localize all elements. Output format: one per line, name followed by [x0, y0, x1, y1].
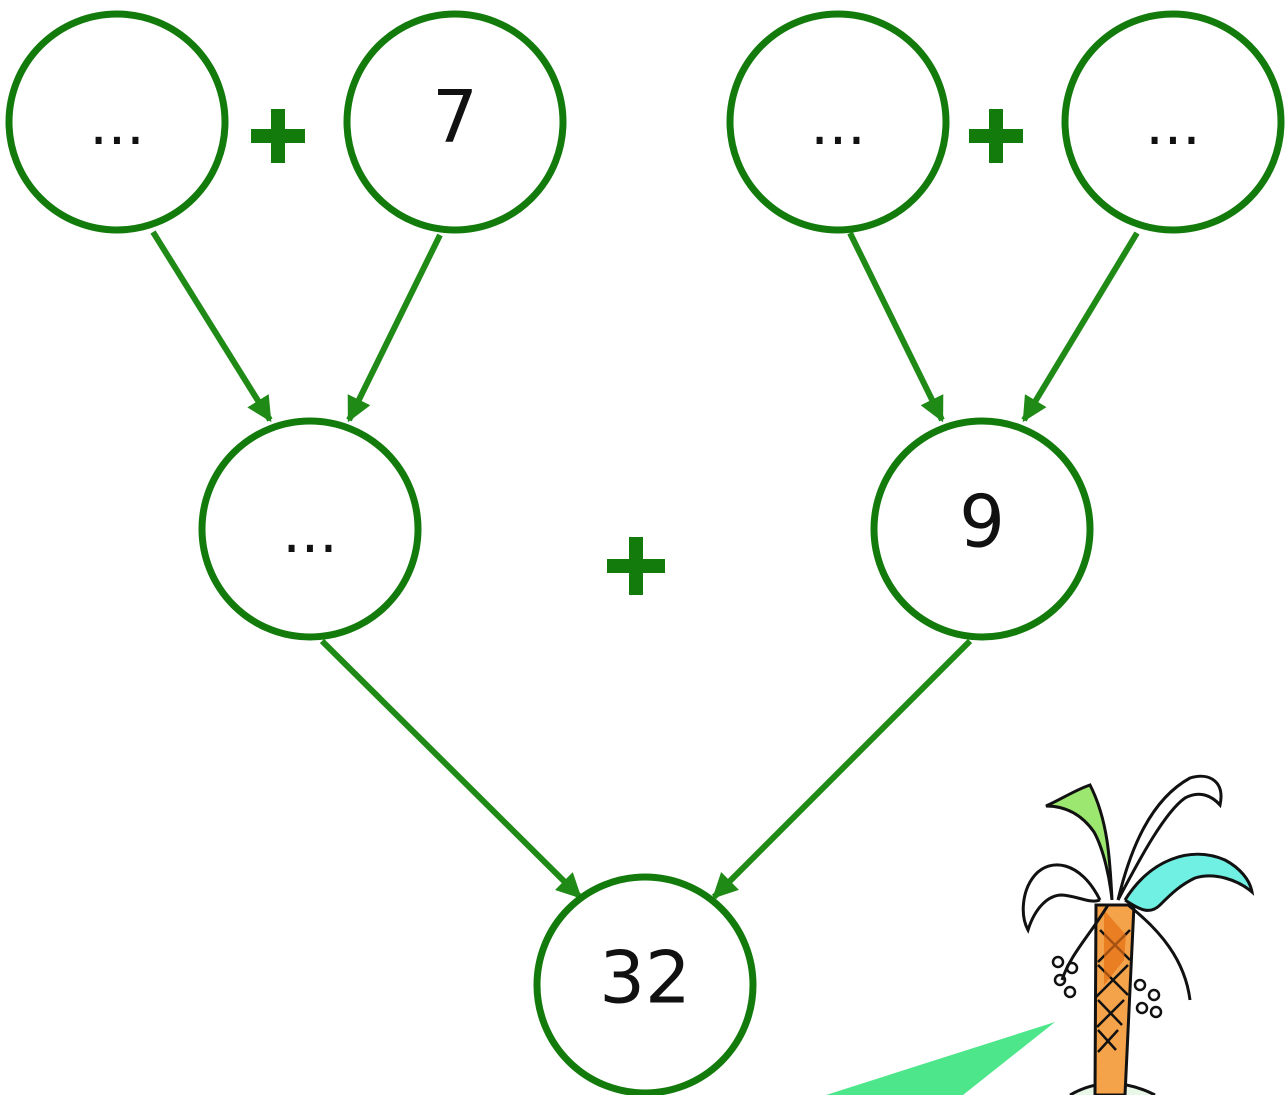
palm-frond-left [1021, 863, 1102, 934]
plus-icon-middle: + [607, 537, 665, 595]
plus-icon-top-right: + [969, 109, 1023, 163]
node-top-right-b-label: ... [1145, 90, 1200, 158]
edge-top-right-a-to-mid-right [847, 231, 945, 423]
edge-top-right-b-to-mid-right [1021, 231, 1140, 423]
node-top-left-a-label: ... [89, 90, 144, 158]
node-mid-right-label: 9 [959, 480, 1005, 564]
edge-top-left-a-to-mid-left [150, 230, 273, 423]
palm-frond-top [1045, 783, 1114, 901]
node-top-left-b: 7 [343, 10, 567, 234]
edge-mid-right-to-bottom [711, 638, 973, 900]
node-top-right-a-label: ... [810, 90, 865, 158]
node-top-left-b-label: 7 [432, 75, 478, 159]
node-bottom-label: 32 [599, 936, 691, 1020]
palm-frond-right [1123, 852, 1255, 912]
palm-tree-icon [826, 774, 1255, 1095]
node-bottom: 32 [533, 873, 757, 1095]
node-top-right-b: ... [1061, 10, 1285, 234]
node-top-left-a: ... [5, 10, 229, 234]
node-mid-right: 9 [870, 417, 1094, 641]
palm-frond-right-top [1116, 774, 1223, 901]
node-mid-left: ... [198, 417, 422, 641]
plus-icon-top-left: + [251, 109, 305, 163]
pointer-beam [826, 1022, 1055, 1095]
edge-top-left-b-to-mid-left [346, 233, 443, 423]
edge-mid-left-to-bottom [319, 638, 583, 900]
node-top-right-a: ... [726, 10, 950, 234]
node-mid-left-label: ... [282, 498, 337, 566]
